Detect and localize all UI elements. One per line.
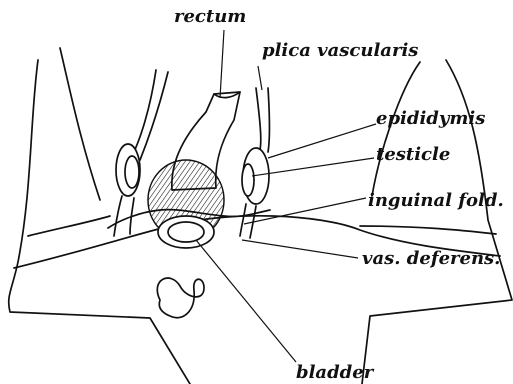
label-epididymis: epididymis — [376, 108, 485, 129]
label-testicle: testicle — [376, 144, 450, 165]
bladder-outer — [158, 216, 214, 248]
leader-rectum — [220, 30, 224, 98]
pelvic-floor-inner — [28, 216, 496, 236]
leader-bladder — [196, 240, 296, 362]
body-wall-inner-right — [372, 62, 420, 196]
label-bladder: bladder — [296, 362, 375, 383]
label-vas-deferens: vas. deferens. — [362, 248, 500, 269]
leader-epididymis — [268, 124, 376, 158]
right-cord — [240, 204, 256, 238]
leader-testicle — [252, 158, 374, 176]
left-testicle — [125, 156, 139, 188]
right-testicle — [242, 164, 254, 196]
body-wall-inner-left — [60, 48, 100, 200]
label-plica-vascularis: plica vascularis — [262, 40, 418, 61]
label-inguinal-fold: inguinal fold. — [368, 190, 504, 211]
right-plica — [256, 88, 270, 152]
leader-plica — [258, 66, 262, 90]
leader-vas — [242, 240, 358, 258]
left-plica — [132, 70, 168, 160]
label-rectum: rectum — [174, 6, 246, 27]
lower-fold — [157, 278, 204, 318]
